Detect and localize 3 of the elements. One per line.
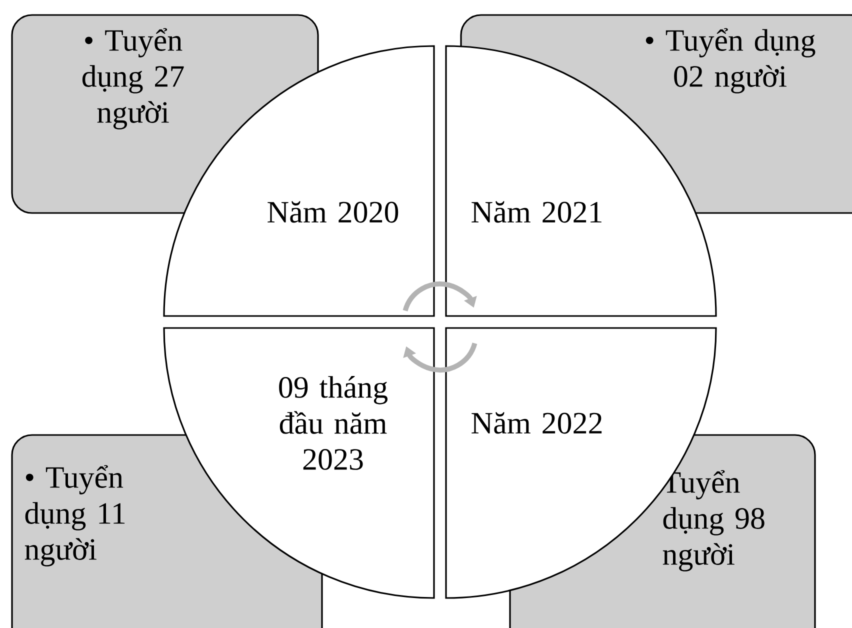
quadrant-sector: 09 tháng đầu năm 2023: [163, 327, 435, 599]
arrow: [402, 282, 477, 312]
arrow: [403, 342, 478, 372]
